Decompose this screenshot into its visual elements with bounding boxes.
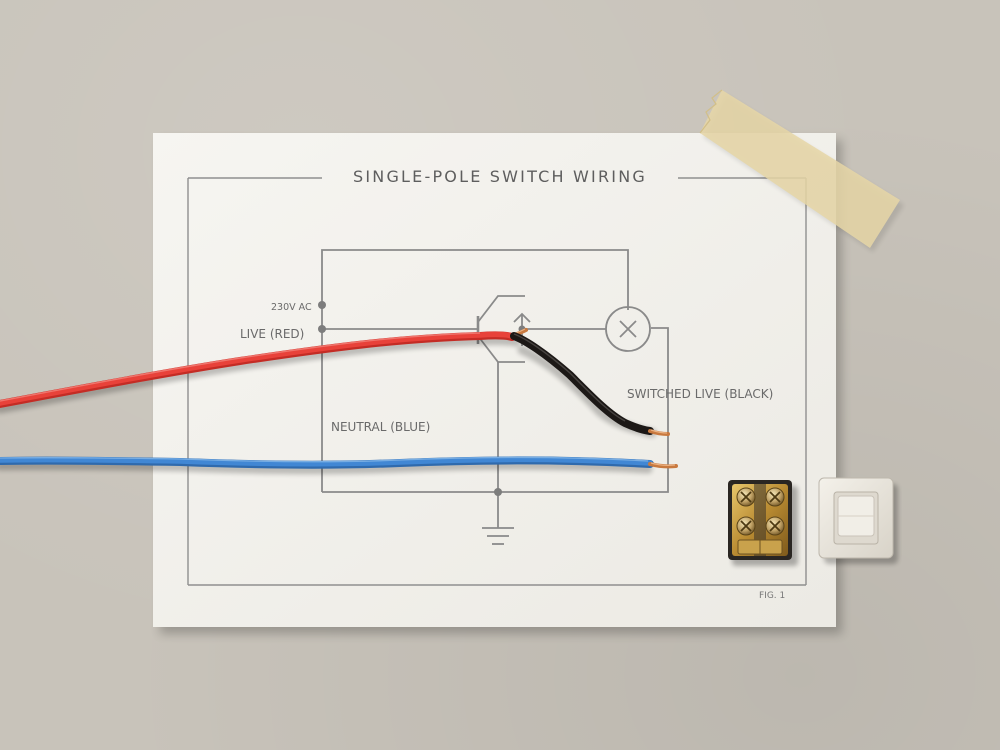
circuit-schematic [321, 249, 669, 545]
diagram-frame [187, 177, 807, 586]
neutral-wire-label: NEUTRAL (BLUE) [331, 420, 431, 434]
supply-voltage-label: 230V AC [271, 302, 312, 313]
terminal-screw-icon [736, 487, 785, 536]
figure-number-label: FIG. 1 [759, 591, 786, 601]
terminal-block [728, 480, 798, 566]
switched-live-label: SWITCHED LIVE (BLACK) [627, 387, 774, 401]
black-wire [510, 332, 670, 436]
blue-wire [0, 456, 678, 469]
live-wire-label: LIVE (RED) [240, 327, 305, 341]
red-wire [0, 328, 528, 408]
masking-tape [699, 89, 904, 252]
diagram-title: SINGLE-POLE SWITCH WIRING [353, 167, 647, 186]
rocker-switch [818, 477, 898, 564]
